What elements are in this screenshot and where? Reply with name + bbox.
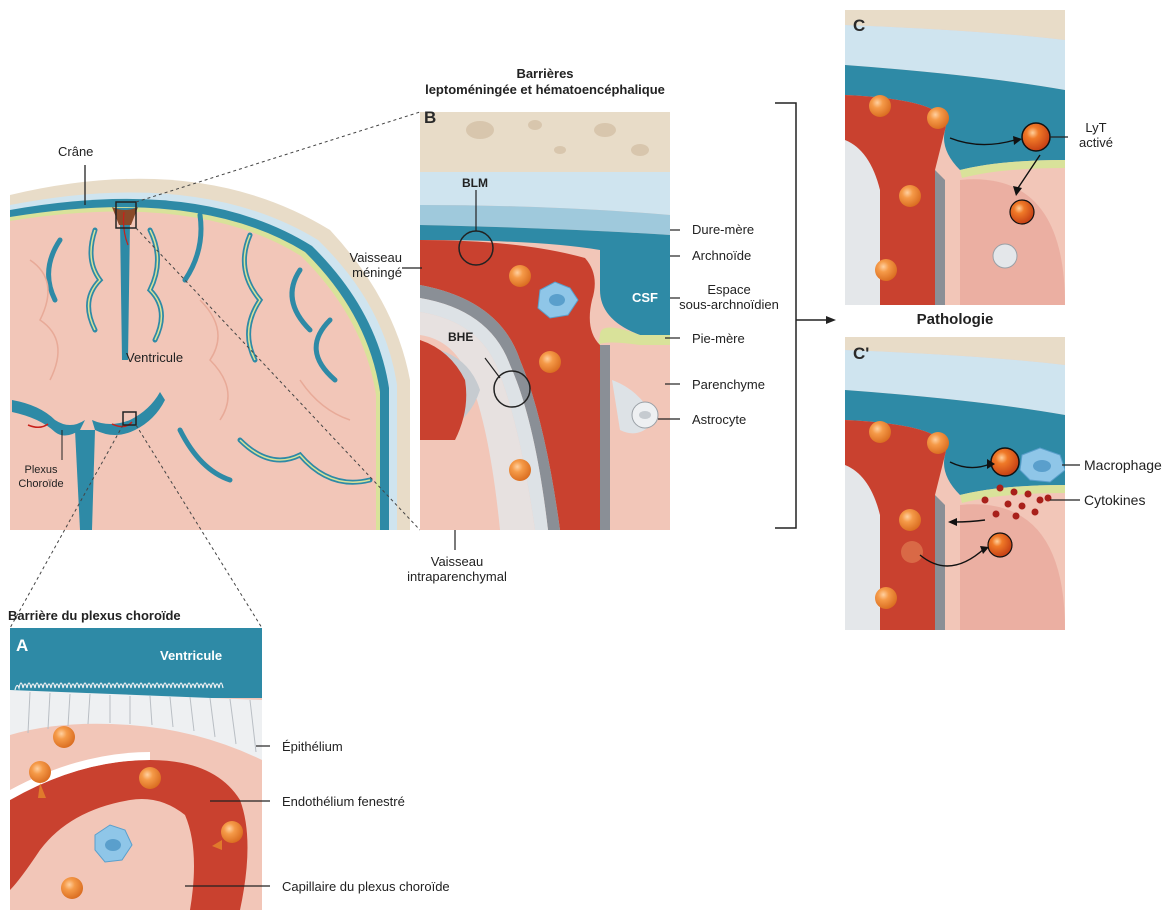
label-pathologie: Pathologie bbox=[875, 311, 1035, 329]
label-capillaire: Capillaire du plexus choroïde bbox=[282, 879, 450, 894]
label-lyt-active: LyT activé bbox=[1070, 120, 1122, 150]
panel-c-illustration bbox=[845, 10, 1065, 305]
panel-b-title-1: Barrières bbox=[390, 66, 700, 81]
label-bhe: BHE bbox=[448, 330, 473, 345]
panel-c2-letter: C' bbox=[853, 344, 869, 364]
label-cytokines: Cytokines bbox=[1084, 493, 1145, 508]
pathology-bracket bbox=[775, 103, 826, 528]
label-csf: CSF bbox=[632, 290, 658, 305]
panel-b-title-2: leptoméningée et hématoencéphalique bbox=[380, 82, 710, 97]
label-vaisseau-meninge: Vaisseau méningé bbox=[336, 250, 402, 280]
label-astrocyte: Astrocyte bbox=[692, 412, 746, 427]
panel-b-illustration bbox=[420, 112, 670, 530]
label-espace-sous-archnoidien: Espace sous-archnoïdien bbox=[668, 282, 790, 312]
label-pie-mere: Pie-mère bbox=[692, 331, 745, 346]
brain-section bbox=[10, 165, 410, 530]
label-blm: BLM bbox=[462, 176, 488, 191]
label-plexus-choroide: Plexus Choroïde bbox=[14, 463, 68, 491]
label-archnoide: Archnoïde bbox=[692, 248, 751, 263]
label-parenchyme: Parenchyme bbox=[692, 377, 765, 392]
panel-c-letter: C bbox=[853, 16, 865, 36]
label-dure-mere: Dure-mère bbox=[692, 222, 754, 237]
label-endothelium-fenestre: Endothélium fenestré bbox=[282, 794, 405, 809]
label-epithelium: Épithélium bbox=[282, 739, 343, 754]
label-vaisseau-intraparenchymal: Vaisseau intraparenchymal bbox=[392, 554, 522, 584]
panel-a-title: Barrière du plexus choroïde bbox=[8, 608, 181, 623]
panel-c2-illustration bbox=[845, 337, 1065, 630]
label-crane: Crâne bbox=[58, 144, 93, 159]
label-macrophage: Macrophage bbox=[1084, 458, 1162, 473]
panel-b-letter: B bbox=[424, 108, 436, 128]
panel-a-letter: A bbox=[16, 636, 28, 656]
label-a-ventricule: Ventricule bbox=[160, 648, 222, 663]
panel-a-illustration bbox=[10, 628, 262, 910]
label-ventricule: Ventricule bbox=[126, 350, 183, 365]
